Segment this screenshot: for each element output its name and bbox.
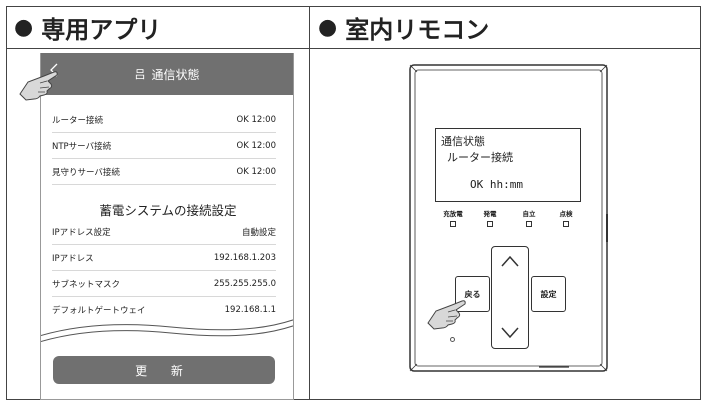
row-value: 192.168.1.203	[213, 252, 276, 263]
up-down-key	[491, 246, 529, 349]
chevron-up-icon[interactable]	[501, 255, 519, 267]
row-label: NTPサーバ接続	[52, 141, 112, 152]
row-value: 192.168.1.1	[224, 305, 276, 315]
setting-row-subnet[interactable]: サブネットマスク 255.255.255.0	[52, 271, 276, 297]
section-title: 蓄電システムの接続設定	[99, 203, 237, 218]
row-label: サブネットマスク	[52, 279, 121, 290]
lcd-line-1: 通信状態	[441, 135, 485, 148]
router-icon: 吕	[134, 68, 146, 81]
left-panel-title: 専用アプリ	[41, 16, 162, 44]
chevron-down-icon[interactable]	[501, 327, 519, 339]
right-panel-heading: ● 室内リモコン	[318, 10, 489, 45]
led-label-inspection: 点検	[559, 210, 573, 218]
led-label-standalone: 自立	[522, 210, 536, 218]
led-label-generation: 発電	[483, 210, 497, 218]
setting-row-gateway[interactable]: デフォルトゲートウェイ 192.168.1.1	[52, 297, 276, 323]
status-row-monitor[interactable]: 見守りサーバ接続 OK 12:00	[52, 159, 276, 185]
bullet-icon: ●	[14, 15, 34, 40]
app-bar: 吕 通信状態	[41, 53, 293, 95]
panel-divider	[309, 6, 310, 400]
lcd-line-3: OK hh:mm	[470, 178, 523, 191]
bullet-icon: ●	[318, 15, 338, 40]
lcd-line-2: ルーター接続	[447, 151, 513, 164]
left-panel-heading: ● 専用アプリ	[14, 10, 161, 45]
row-label: 見守りサーバ接続	[52, 167, 120, 178]
right-panel-title: 室内リモコン	[345, 16, 490, 44]
row-label: IPアドレス	[52, 253, 94, 264]
row-value: 自動設定	[241, 227, 276, 238]
status-row-router[interactable]: ルーター接続 OK 12:00	[52, 107, 276, 133]
heading-divider	[6, 48, 701, 49]
row-value: 255.255.255.0	[213, 278, 276, 289]
row-value: OK 12:00	[236, 140, 276, 151]
led-standalone	[526, 221, 532, 227]
row-label: ルーター接続	[52, 115, 104, 126]
remote-lcd: 通信状態 ルーター接続 OK hh:mm	[435, 128, 581, 202]
setting-row-ip-mode[interactable]: IPアドレス設定 自動設定	[52, 219, 276, 245]
hand-pointer-icon	[427, 300, 466, 330]
screen-title: 通信状態	[151, 67, 200, 82]
row-label: IPアドレス設定	[52, 227, 111, 238]
row-label: デフォルトゲートウェイ	[52, 306, 146, 316]
status-row-ntp[interactable]: NTPサーバ接続 OK 12:00	[52, 133, 276, 159]
led-generation	[487, 221, 493, 227]
settings-button[interactable]: 設定	[531, 276, 566, 312]
figure-frame	[6, 6, 701, 400]
hand-pointer-icon	[19, 71, 58, 101]
update-button[interactable]: 更 新	[53, 356, 275, 384]
status-light	[450, 337, 455, 342]
row-value: OK 12:00	[236, 114, 276, 125]
setting-row-ip[interactable]: IPアドレス 192.168.1.203	[52, 245, 276, 271]
app-screen: 吕 通信状態 ルーター接続 OK 12:00 NTPサーバ接続 OK 12:00…	[40, 53, 294, 400]
row-value: OK 12:00	[236, 166, 276, 177]
led-charge	[450, 221, 456, 227]
break-line	[41, 319, 293, 355]
led-label-charge: 充放電	[443, 210, 463, 218]
led-inspection	[563, 221, 569, 227]
